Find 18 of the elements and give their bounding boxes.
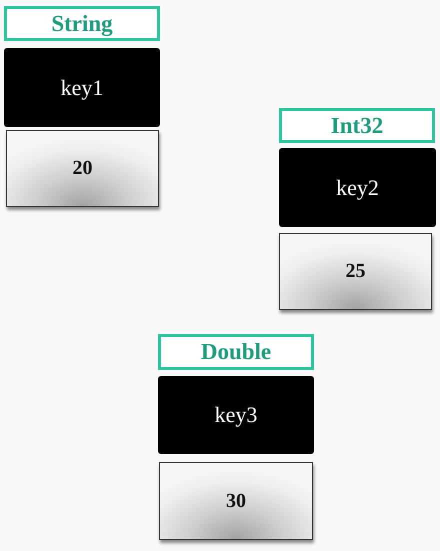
type-label-box	[4, 6, 160, 41]
value-number: 30	[226, 490, 246, 512]
value-box	[279, 233, 432, 310]
value-box	[6, 130, 159, 207]
type-label-box	[279, 108, 435, 143]
key-name: key1	[60, 74, 104, 100]
key-box	[158, 376, 314, 454]
value-number: 20	[72, 157, 92, 180]
type-name: String	[51, 10, 113, 36]
key-box	[4, 48, 160, 127]
type-label-box	[158, 334, 314, 370]
type-name: Int32	[330, 112, 384, 138]
value-number: 25	[346, 260, 366, 283]
type-name: Double	[200, 339, 272, 365]
key-box	[279, 148, 436, 227]
key-name: key2	[336, 174, 379, 200]
key-name: key3	[214, 402, 258, 428]
value-box	[159, 462, 313, 540]
